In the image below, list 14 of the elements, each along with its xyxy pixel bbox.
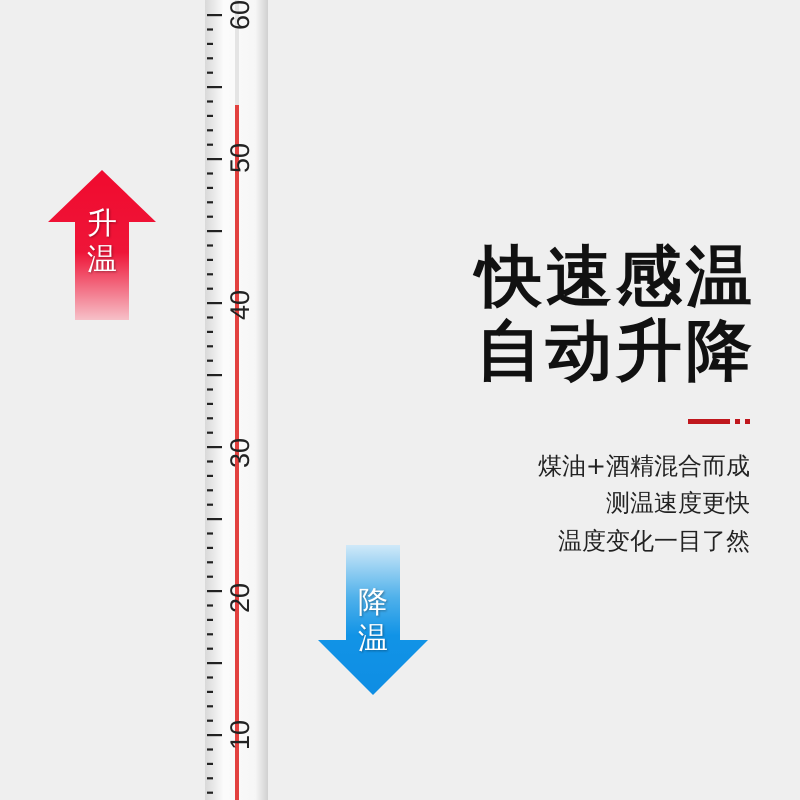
feature-text: 煤油+酒精混合而成: [538, 451, 750, 482]
feature-text: 温度变化一目了然: [558, 526, 750, 557]
scale-number: 30: [224, 436, 256, 470]
scale-number: 20: [224, 582, 256, 616]
arrow-label: 升温: [86, 206, 118, 278]
up-arrow: [48, 170, 156, 320]
arrow-label: 降温: [357, 585, 389, 657]
scale-number: 40: [224, 288, 256, 322]
scale-number: 50: [224, 142, 256, 176]
feature-text: 测温速度更快: [606, 488, 750, 519]
down-arrow: [318, 545, 428, 695]
scale-number: 60: [224, 0, 256, 32]
scale-number: 10: [224, 718, 256, 752]
heading: 快速感温自动升降: [466, 240, 756, 388]
